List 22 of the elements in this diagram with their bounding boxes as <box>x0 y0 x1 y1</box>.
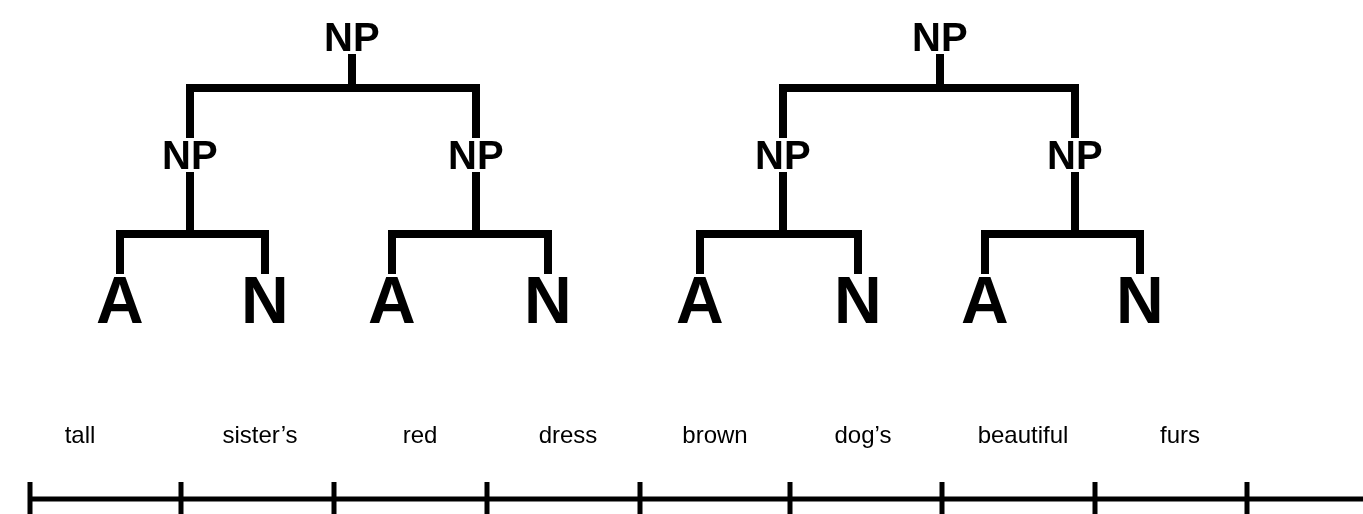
phrase-label: NP <box>755 140 811 170</box>
word-label: brown <box>682 421 748 449</box>
category-label: N <box>524 276 572 324</box>
word-label: dog’s <box>834 421 892 449</box>
phrase-label: NP <box>1047 140 1103 170</box>
word-label: dress <box>538 421 598 449</box>
category-label: N <box>1116 276 1164 324</box>
category-label: N <box>834 276 882 324</box>
category-label: N <box>241 276 289 324</box>
phrase-label: NP <box>324 22 380 52</box>
word-label: beautiful <box>977 421 1069 449</box>
category-label: A <box>96 276 144 324</box>
word-label: red <box>402 421 438 449</box>
word-label: sister’s <box>222 421 298 449</box>
phrase-label: NP <box>912 22 968 52</box>
phrase-label: NP <box>162 140 218 170</box>
category-label: A <box>676 276 724 324</box>
word-label: tall <box>64 421 96 449</box>
phrase-label: NP <box>448 140 504 170</box>
category-label: A <box>368 276 416 324</box>
word-label: furs <box>1160 421 1200 449</box>
category-label: A <box>961 276 1009 324</box>
